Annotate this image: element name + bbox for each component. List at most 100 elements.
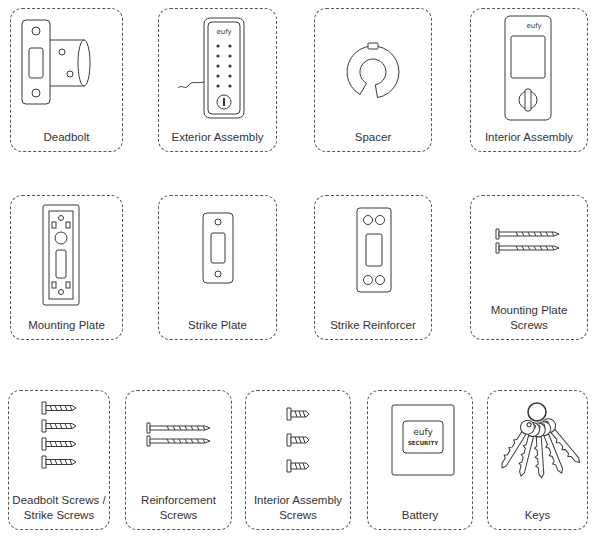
part-name: Mounting Plate: [13, 318, 120, 332]
part-name: Interior Assembly: [473, 130, 585, 144]
exterior-assembly-drawing: [228, 74, 231, 77]
mounting-plate-drawing: [52, 282, 56, 288]
interior-assembly-drawing: [511, 36, 545, 78]
reinforcement-screws-drawing: [147, 436, 210, 446]
deadbolt-screws-drawing: [42, 402, 76, 414]
part-name: Deadbolt Screws / Strike Screws: [11, 493, 107, 522]
mounting-plate-drawing: [59, 216, 64, 221]
part-name: Interior Assembly Screws: [248, 493, 348, 522]
exterior-assembly-drawing: [216, 54, 219, 57]
interior-screws-drawing: [287, 408, 309, 472]
exterior-assembly-drawing: [223, 98, 225, 106]
strike-reinforcer-drawing: [357, 208, 391, 292]
exterior-assembly-drawing: [216, 84, 219, 87]
brand-label: eufy: [216, 29, 231, 36]
exterior-assembly-drawing: [178, 18, 244, 118]
strike-reinforcer-drawing: [376, 216, 385, 225]
mounting-plate-drawing: [43, 205, 79, 305]
brand-label: eufy: [413, 428, 433, 437]
exterior-assembly-drawing: [217, 95, 231, 109]
exterior-assembly-drawing: [178, 82, 204, 88]
exterior-assembly-drawing: [216, 64, 219, 67]
deadbolt-drawing: [59, 49, 65, 55]
deadbolt-drawing: [67, 71, 73, 77]
part-box: Strike Plate: [158, 195, 277, 340]
brand-label: SECURITY: [408, 441, 438, 447]
keys-drawing: [496, 418, 537, 472]
part-box: Interior Assembly Screws: [245, 390, 351, 530]
strike-reinforcer-drawing: [366, 234, 382, 266]
mounting-plate-drawing: [66, 282, 70, 288]
exterior-assembly-drawing: [228, 44, 231, 47]
part-name: Deadbolt: [13, 130, 120, 144]
mounting-plate-drawing: [55, 232, 67, 244]
part-name: Battery: [370, 508, 470, 522]
deadbolt-drawing: [78, 40, 90, 86]
battery-drawing: [392, 405, 454, 475]
mounting-plate-drawing: [56, 250, 66, 278]
part-box: Deadbolt Screws / Strike Screws: [8, 390, 110, 530]
strike-plate-drawing: [203, 213, 233, 283]
mounting-plate-screws-drawing: [496, 229, 559, 239]
deadbolt-drawing: [22, 20, 50, 104]
strike-plate-drawing: [215, 219, 221, 225]
mounting-plate-drawing: [52, 222, 56, 228]
part-box: Interior Assembly: [470, 8, 588, 152]
deadbolt-drawing: [22, 20, 90, 104]
strike-plate-drawing: [215, 271, 221, 277]
deadbolt-screws-drawing: [42, 438, 76, 450]
part-box: Battery: [367, 390, 473, 530]
interior-screws-drawing: [287, 408, 309, 420]
part-name: Exterior Assembly: [161, 130, 274, 144]
deadbolt-screws-drawing: [42, 402, 76, 468]
keys-drawing: [528, 403, 546, 421]
part-name: Reinforcement Screws: [128, 493, 229, 522]
mounting-plate-drawing: [66, 222, 70, 228]
part-box: Mounting Plate Screws: [470, 195, 588, 340]
brand-label: eufy: [526, 23, 541, 30]
interior-screws-drawing: [287, 434, 309, 446]
spacer-drawing: [368, 43, 378, 49]
part-box: Deadbolt: [10, 8, 123, 152]
mounting-plate-screws-drawing: [496, 243, 559, 253]
battery-drawing: [392, 405, 454, 475]
interior-assembly-drawing: [525, 89, 531, 111]
strike-plate-drawing: [211, 233, 225, 263]
reinforcement-screws-drawing: [147, 423, 210, 446]
exterior-assembly-drawing: [228, 54, 231, 57]
keys-drawing: [496, 403, 585, 478]
interior-assembly-drawing: [505, 16, 551, 120]
reinforcement-screws-drawing: [147, 423, 210, 433]
part-box: Strike Reinforcer: [314, 195, 432, 340]
deadbolt-drawing: [32, 27, 40, 35]
part-box: Mounting Plate: [10, 195, 123, 340]
deadbolt-screws-drawing: [42, 456, 76, 468]
mounting-plate-drawing: [59, 290, 64, 295]
part-name: Mounting Plate Screws: [473, 303, 585, 332]
spacer-drawing: [347, 43, 399, 98]
spacer-drawing: [347, 46, 399, 98]
strike-plate-drawing: [203, 213, 233, 283]
part-name: Strike Plate: [161, 318, 274, 332]
deadbolt-screws-drawing: [42, 420, 76, 432]
exterior-assembly-drawing: [228, 84, 231, 87]
exterior-assembly-drawing: [228, 64, 231, 67]
part-name: Strike Reinforcer: [317, 318, 429, 332]
exterior-assembly-drawing: [204, 18, 244, 118]
part-box: Keys: [487, 390, 588, 530]
exterior-assembly-drawing: [216, 74, 219, 77]
strike-reinforcer-drawing: [364, 216, 373, 225]
mounting-plate-drawing: [43, 205, 79, 305]
strike-reinforcer-drawing: [376, 276, 385, 285]
strike-reinforcer-drawing: [357, 208, 391, 292]
mounting-plate-screws-drawing: [496, 229, 559, 253]
deadbolt-drawing: [32, 89, 40, 97]
strike-reinforcer-drawing: [364, 276, 373, 285]
part-box: Reinforcement Screws: [125, 390, 232, 530]
part-box: Spacer: [314, 8, 432, 152]
deadbolt-drawing: [29, 48, 43, 78]
exterior-assembly-drawing: [208, 22, 240, 114]
part-name: Keys: [490, 508, 585, 522]
